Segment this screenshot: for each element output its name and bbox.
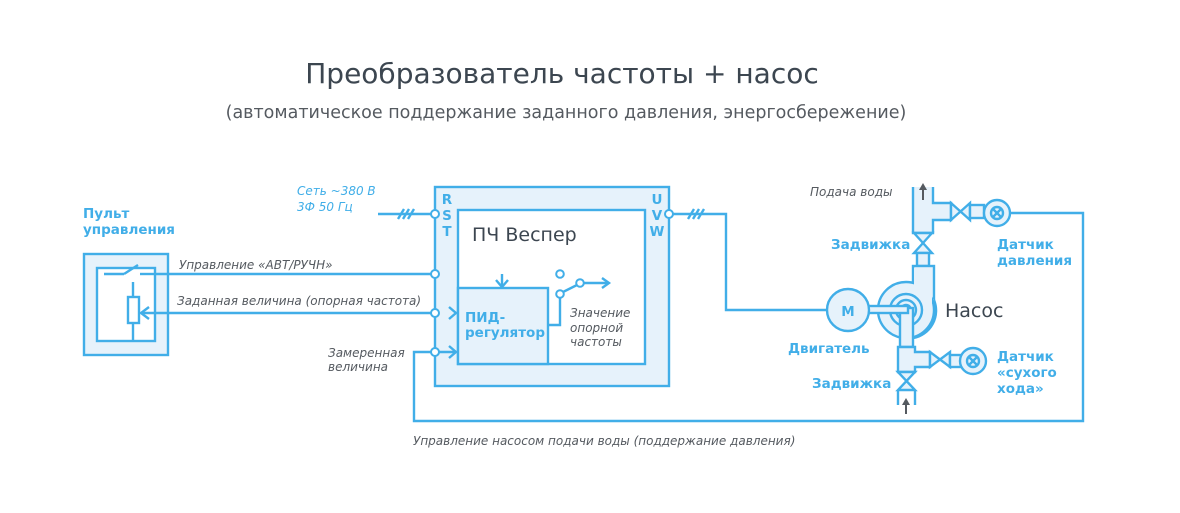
arrow-down-icon xyxy=(495,279,509,289)
three-phase-icon xyxy=(396,208,416,220)
feedback-line xyxy=(412,211,1085,423)
mains-label: Сеть ~380 В xyxy=(297,184,376,198)
motor-letter: M xyxy=(841,304,854,320)
three-phase-icon xyxy=(686,208,706,220)
vfd-unit: ПЧ Веспер R S T U V W ПИД- регулятор Зна… xyxy=(430,185,674,388)
reference-label-3: частоты xyxy=(570,335,622,349)
valve-bottom-label: Задвижка xyxy=(812,376,891,392)
motor-power-line xyxy=(673,212,827,312)
console-label-2: управления xyxy=(83,222,175,238)
arrow-left-icon xyxy=(139,306,150,320)
terminal-v: V xyxy=(652,208,663,224)
dry-sensor-label-3: хода» xyxy=(997,381,1044,397)
valve-top-label: Задвижка xyxy=(831,237,910,253)
valve-icon xyxy=(949,200,972,223)
diagram-title: Преобразователь частоты + насос xyxy=(305,57,819,90)
valve-icon xyxy=(911,231,935,255)
console-label: Пульт xyxy=(83,206,130,222)
terminal-w: W xyxy=(650,224,665,240)
measured-label: Замеренная xyxy=(328,346,405,360)
selector-switch-icon xyxy=(562,283,578,294)
setpoint-label: Заданная величина (опорная частота) xyxy=(177,294,421,308)
pump-label: Насос xyxy=(945,300,1003,322)
motor-icon xyxy=(825,287,871,333)
water-supply-label: Подача воды xyxy=(810,185,892,199)
shaft xyxy=(864,304,910,315)
flow-arrow-up-icon xyxy=(919,183,927,200)
terminal-t: T xyxy=(442,224,452,240)
dry-sensor-label: Датчик xyxy=(997,349,1054,365)
dry-sensor-label-2: «сухого xyxy=(997,365,1057,381)
terminal-r: R xyxy=(442,192,453,208)
valve-icon xyxy=(895,370,918,392)
control-console: Пульт управления xyxy=(82,206,175,357)
diagram-subtitle: (автоматическое поддержание заданного да… xyxy=(226,103,907,123)
potentiometer-icon xyxy=(126,282,141,341)
measured-label-2: величина xyxy=(328,360,388,374)
terminal-s: S xyxy=(442,208,452,224)
mains-label-2: 3Ф 50 Гц xyxy=(297,200,353,214)
pid-label: ПИД- xyxy=(465,310,505,326)
feedback-label: Управление насосом подачи воды (поддержа… xyxy=(413,434,795,448)
pressure-sensor-label: Датчик xyxy=(997,237,1054,253)
auto-manual-label: Управление «АВТ/РУЧН» xyxy=(179,258,333,272)
valve-icon xyxy=(928,349,952,370)
switch-icon xyxy=(104,263,156,276)
reference-label-2: опорной xyxy=(570,321,623,335)
reference-label: Значение xyxy=(570,306,630,320)
pump-assembly: Подача воды M xyxy=(788,183,1072,414)
arrow-right-icon xyxy=(601,277,612,289)
pid-label-2: регулятор xyxy=(465,325,545,341)
flow-arrow-up-icon xyxy=(902,398,910,414)
terminal-u: U xyxy=(652,192,663,208)
input-terminal xyxy=(430,209,440,219)
pressure-sensor-label-2: давления xyxy=(997,253,1072,269)
motor-label: Двигатель xyxy=(788,341,870,357)
vfd-title: ПЧ Веспер xyxy=(472,224,577,246)
output-terminal xyxy=(664,209,674,219)
